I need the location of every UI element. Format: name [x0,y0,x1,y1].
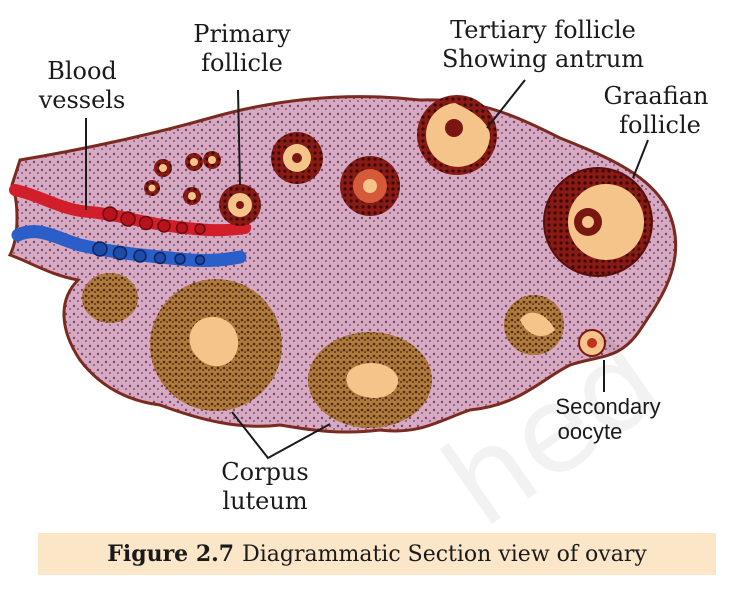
label-primary-follicle-line1: Primary [193,20,291,48]
figure-caption-text: Diagrammatic Section view of ovary [242,541,647,567]
figure-number: Figure 2.7 [107,541,235,567]
secondary-oocyte [578,329,606,357]
ruptured-follicle [504,295,564,355]
label-corpus-luteum-line2: luteum [222,487,307,515]
growing-follicle-1 [271,132,323,184]
growing-follicle-2 [340,156,400,216]
label-graafian-follicle-line2: follicle [619,111,701,139]
label-corpus-luteum-line1: Corpus [221,458,308,486]
label-graafian-follicle-line1: Graafian [603,82,708,110]
label-primary-follicle-line2: follicle [201,49,283,77]
leader-primary-follicle [237,89,241,186]
corpus-albicans-small [82,273,138,323]
vein-coils [92,241,206,266]
corpus-luteum-1 [150,279,282,411]
label-secondary-oocyte-line1: Secondary [555,394,660,419]
artery-coils [102,206,206,235]
label-secondary-oocyte-line2: oocyte [558,419,623,444]
label-tertiary-follicle-line2: Showing antrum [442,45,644,73]
graafian-follicle [543,167,653,277]
leader-corpus-luteum [231,411,331,460]
label-blood-vessels-line2: vessels [38,86,126,114]
tertiary-follicle [417,95,497,175]
small-follicles [144,151,221,205]
leader-tertiary-follicle [486,79,526,129]
label-tertiary-follicle-line1: Tertiary follicle [450,16,636,44]
primary-follicle [219,184,261,226]
figure-caption: Figure 2.7 Diagrammatic Section view of … [38,533,716,575]
label-blood-vessels-line1: Blood [47,57,117,85]
leader-graafian-follicle [632,139,649,179]
corpus-luteum-2 [308,332,432,428]
